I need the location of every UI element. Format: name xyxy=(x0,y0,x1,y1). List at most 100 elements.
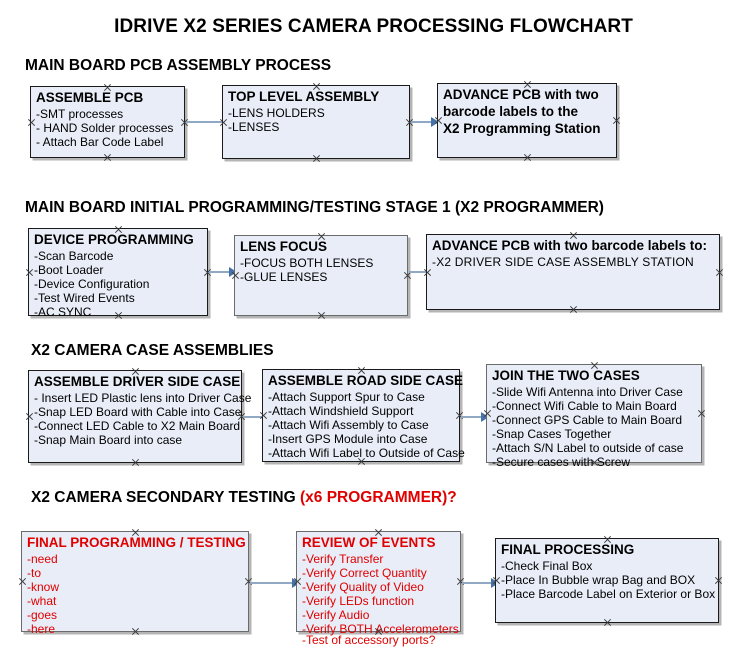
node-title: DEVICE PROGRAMMING xyxy=(34,232,194,247)
section-heading-text: MAIN BOARD PCB ASSEMBLY PROCESS xyxy=(25,57,332,74)
node-review-of-events[interactable]: REVIEW OF EVENTS -Verify Transfer -Verif… xyxy=(296,531,461,647)
node-line: - HAND Solder processes xyxy=(36,120,174,135)
node-line: -Insert GPS Module into Case xyxy=(268,432,428,447)
node-line: -Attach S/N Label to outside of case xyxy=(492,441,684,456)
node-line: -SMT processes xyxy=(36,106,124,121)
node-line: -Snap Main Board into case xyxy=(34,433,183,448)
node-content: LENS FOCUS -FOCUS BOTH LENSES -GLUE LENS… xyxy=(235,236,407,286)
arrow-shaft xyxy=(250,582,293,584)
node-line: -Verify Quality of Video xyxy=(302,579,424,594)
node-title: JOIN THE TWO CASES xyxy=(492,368,640,383)
node-content: TOP LEVEL ASSEMBLY -LENS HOLDERS -LENSES xyxy=(223,86,409,136)
node-title: LENS FOCUS xyxy=(240,239,328,254)
section-heading-text: X2 CAMERA CASE ASSEMBLIES xyxy=(31,342,274,359)
node-line: -Secure cases with Screw xyxy=(492,455,631,470)
node-final-programming-testing[interactable]: FINAL PROGRAMMING / TESTING -need -to -k… xyxy=(21,531,249,636)
section-heading-secondary-testing: X2 CAMERA SECONDARY TESTING (x6 PROGRAMM… xyxy=(31,489,457,507)
section-heading-text: X2 CAMERA SECONDARY TESTING xyxy=(31,489,300,506)
node-content: ASSEMBLE ROAD SIDE CASE -Attach Support … xyxy=(263,370,465,462)
node-assemble-pcb[interactable]: ASSEMBLE PCB -SMT processes - HAND Solde… xyxy=(30,86,185,158)
node-device-programming[interactable]: DEVICE PROGRAMMING -Scan Barcode -Boot L… xyxy=(28,228,208,319)
node-line: -Snap Cases Together xyxy=(492,427,612,442)
arrow-shaft xyxy=(411,121,432,123)
node-assemble-road-side-case[interactable]: ASSEMBLE ROAD SIDE CASE -Attach Support … xyxy=(262,369,465,462)
node-content: ASSEMBLE PCB -SMT processes - HAND Solde… xyxy=(31,87,184,151)
connection-handle-bottom[interactable] xyxy=(569,305,578,314)
node-join-the-two-cases[interactable]: JOIN THE TWO CASES -Slide Wifi Antenna i… xyxy=(486,364,702,469)
node-line: - Attach Bar Code Label xyxy=(36,134,164,149)
node-line: - Insert LED Plastic lens into Driver Ca… xyxy=(34,390,252,405)
node-content: ADVANCE PCB with two barcode labels to t… xyxy=(438,84,616,140)
node-line: -Place Barcode Label on Exterior or Box xyxy=(501,586,716,601)
node-title: FINAL PROCESSING xyxy=(501,542,635,557)
node-line: -Slide Wifi Antenna into Driver Case xyxy=(492,384,683,399)
node-line: -Verify Transfer xyxy=(302,551,384,566)
node-line: -Check Final Box xyxy=(501,558,593,573)
connection-handle-bottom[interactable] xyxy=(103,153,112,162)
node-line: X2 Programming Station xyxy=(443,120,601,136)
node-line: -Test Wired Events xyxy=(34,291,135,306)
node-title: ASSEMBLE ROAD SIDE CASE xyxy=(268,373,464,388)
arrow-shaft xyxy=(243,416,264,418)
connection-handle-bottom[interactable] xyxy=(317,311,326,320)
node-line: -Snap LED Board with Cable into Case xyxy=(34,404,242,419)
node-lens-focus[interactable]: LENS FOCUS -FOCUS BOTH LENSES -GLUE LENS… xyxy=(234,235,408,316)
node-line: -to xyxy=(27,565,42,580)
node-line: -FOCUS BOTH LENSES xyxy=(240,255,374,270)
node-content: ADVANCE PCB with two barcode labels to: … xyxy=(427,235,719,271)
node-line: -Device Configuration xyxy=(34,276,150,291)
arrow-shaft xyxy=(461,416,482,418)
node-line: -Attach Support Spur to Case xyxy=(268,389,425,404)
node-content: FINAL PROGRAMMING / TESTING -need -to -k… xyxy=(22,532,248,638)
node-line: -AC SYNC xyxy=(34,305,92,320)
connection-handle-bottom[interactable] xyxy=(131,458,140,467)
node-line: -Verify BOTH Accelerometers xyxy=(302,622,459,637)
node-line: -Attach Windshield Support xyxy=(268,403,414,418)
node-overflow-line: -Test of accessory ports? xyxy=(302,633,436,647)
arrow-final-programming-to-review-of-events xyxy=(250,577,300,588)
node-title: TOP LEVEL ASSEMBLY xyxy=(228,89,380,104)
node-title: ADVANCE PCB with two xyxy=(443,87,599,102)
node-line: barcode labels to the xyxy=(443,103,579,119)
node-content: DEVICE PROGRAMMING -Scan Barcode -Boot L… xyxy=(29,229,207,321)
arrow-shaft xyxy=(462,582,492,584)
node-line: -X2 DRIVER SIDE CASE ASSEMBLY STATION xyxy=(432,254,694,269)
page-title: IDRIVE X2 SERIES CAMERA PROCESSING FLOWC… xyxy=(114,16,633,37)
node-advance-pcb-driver-side-case[interactable]: ADVANCE PCB with two barcode labels to: … xyxy=(426,234,720,310)
connection-handle-bottom[interactable] xyxy=(312,154,321,163)
arrow-road-side-case-to-join-cases xyxy=(461,411,489,422)
node-line: -Scan Barcode xyxy=(34,248,114,263)
node-title: FINAL PROGRAMMING / TESTING xyxy=(27,535,246,550)
node-line: -GLUE LENSES xyxy=(240,269,328,284)
node-content: ASSEMBLE DRIVER SIDE CASE - Insert LED P… xyxy=(29,371,252,449)
node-line: -Verify Correct Quantity xyxy=(302,565,427,580)
node-line: -what xyxy=(27,594,57,609)
node-advance-pcb-programming-station[interactable]: ADVANCE PCB with two barcode labels to t… xyxy=(437,83,617,158)
node-line: -goes xyxy=(27,608,58,623)
node-title: ASSEMBLE PCB xyxy=(36,90,144,105)
section-heading-text: MAIN BOARD INITIAL PROGRAMMING/TESTING S… xyxy=(25,199,604,216)
node-top-level-assembly[interactable]: TOP LEVEL ASSEMBLY -LENS HOLDERS -LENSES xyxy=(222,85,410,159)
node-final-processing[interactable]: FINAL PROCESSING -Check Final Box -Place… xyxy=(495,538,719,623)
node-line: -Connect LED Cable to X2 Main Board xyxy=(34,418,241,433)
node-line: -need xyxy=(27,551,58,566)
arrow-shaft xyxy=(209,271,230,273)
section-heading-camera-case-assemblies: X2 CAMERA CASE ASSEMBLIES xyxy=(31,342,274,360)
connection-handle-bottom[interactable] xyxy=(603,618,612,627)
node-line: -here xyxy=(27,622,56,637)
section-heading-initial-programming-stage-1: MAIN BOARD INITIAL PROGRAMMING/TESTING S… xyxy=(25,199,604,217)
node-content: REVIEW OF EVENTS -Verify Transfer -Verif… xyxy=(297,532,460,638)
node-assemble-driver-side-case[interactable]: ASSEMBLE DRIVER SIDE CASE - Insert LED P… xyxy=(28,370,252,463)
node-line: -know xyxy=(27,579,60,594)
node-line: -Attach Wifi Label to Outside of Case xyxy=(268,446,465,461)
node-title: ASSEMBLE DRIVER SIDE CASE xyxy=(34,374,241,389)
node-content: FINAL PROCESSING -Check Final Box -Place… xyxy=(496,539,718,603)
node-line: -Verify Audio xyxy=(302,608,370,623)
node-line: -LENSES xyxy=(228,119,280,134)
node-line: -Place In Bubble wrap Bag and BOX xyxy=(501,572,696,587)
connection-handle-bottom[interactable] xyxy=(523,153,532,162)
section-heading-main-board-pcb-assembly: MAIN BOARD PCB ASSEMBLY PROCESS xyxy=(25,57,331,75)
node-line: -Connect GPS Cable to Main Board xyxy=(492,412,683,427)
node-line: -Boot Loader xyxy=(34,262,104,277)
